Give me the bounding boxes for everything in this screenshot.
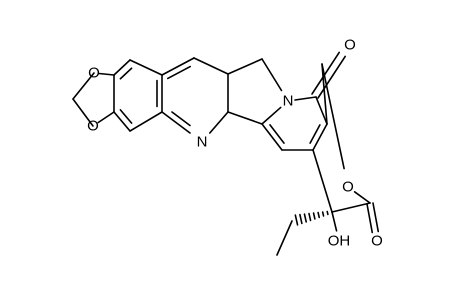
bond-db-d2-inner <box>269 124 285 144</box>
bond-a3-a4 <box>129 111 163 132</box>
bond-a4-a5-inner <box>119 109 133 124</box>
bond-a3-n1-inner <box>171 111 191 127</box>
bond-cl-oco-1 <box>372 202 380 233</box>
atom-label-layer: O O N N O O O OH <box>87 37 383 250</box>
atom-o-carbonyl-top: O <box>344 37 356 54</box>
bond-a4-a5 <box>113 111 131 132</box>
bond-co-1 <box>317 55 347 99</box>
stereo-layer <box>294 210 329 226</box>
bond-o1-ring <box>98 72 115 76</box>
bond-d5-n <box>294 96 317 101</box>
bond-a2-b1 <box>161 57 195 76</box>
stereo-hash-line <box>321 211 325 217</box>
bond-ethyl <box>276 220 293 256</box>
bond-cl-oco-2 <box>366 203 374 234</box>
bond-d3-d4-inner <box>309 124 321 144</box>
atom-oh: OH <box>328 233 351 250</box>
bond-cl-or <box>353 191 371 204</box>
atom-o-dioxole-top: O <box>88 65 100 82</box>
stereo-hash-line <box>308 212 312 222</box>
bond-d3-c20 <box>312 149 333 213</box>
bond-a2-b1-inner <box>167 65 191 80</box>
stereo-hash-line <box>326 210 329 216</box>
stereo-hash-line <box>317 211 321 219</box>
bond-a1-a2 <box>129 59 163 76</box>
bond-c20-oh <box>331 211 338 232</box>
bond-db-n <box>261 106 282 125</box>
bond-ch2c-or <box>321 63 345 170</box>
atom-o-lactone-ring: O <box>342 179 354 196</box>
bond-o2-ch2 <box>72 98 94 127</box>
stereo-hash-line <box>303 213 308 223</box>
bond-ch2b-n <box>261 58 283 92</box>
atom-n-amide: N <box>283 93 294 110</box>
bond-b2-ch2b <box>227 58 263 75</box>
bond-o1-ch2 <box>72 72 95 100</box>
stereo-hash-line <box>312 212 316 220</box>
atom-n-pyridine: N <box>197 134 208 151</box>
bond-d3-d4 <box>312 123 328 151</box>
bond-o2-ring <box>97 111 115 124</box>
bond-b3-n1 <box>209 111 229 134</box>
bond-a3-n1 <box>161 111 191 134</box>
bond-layer <box>72 51 380 256</box>
atom-o-dioxole-bottom: O <box>87 118 99 135</box>
bond-db-d2 <box>261 123 283 151</box>
bond-d4-d5 <box>315 96 328 125</box>
stereo-hash-line <box>299 213 303 225</box>
bond-a6-a1-inner <box>119 67 133 80</box>
bond-d4-ch2c <box>321 63 328 125</box>
atom-o-lactone-carbonyl: O <box>371 233 383 250</box>
stereo-hash-line <box>294 214 299 226</box>
bond-co-2 <box>311 51 341 95</box>
bond-a6-a1 <box>113 59 131 76</box>
bond-c20-cl <box>331 202 371 213</box>
bond-b1-b2 <box>193 57 229 75</box>
bond-b3-db <box>227 111 263 125</box>
